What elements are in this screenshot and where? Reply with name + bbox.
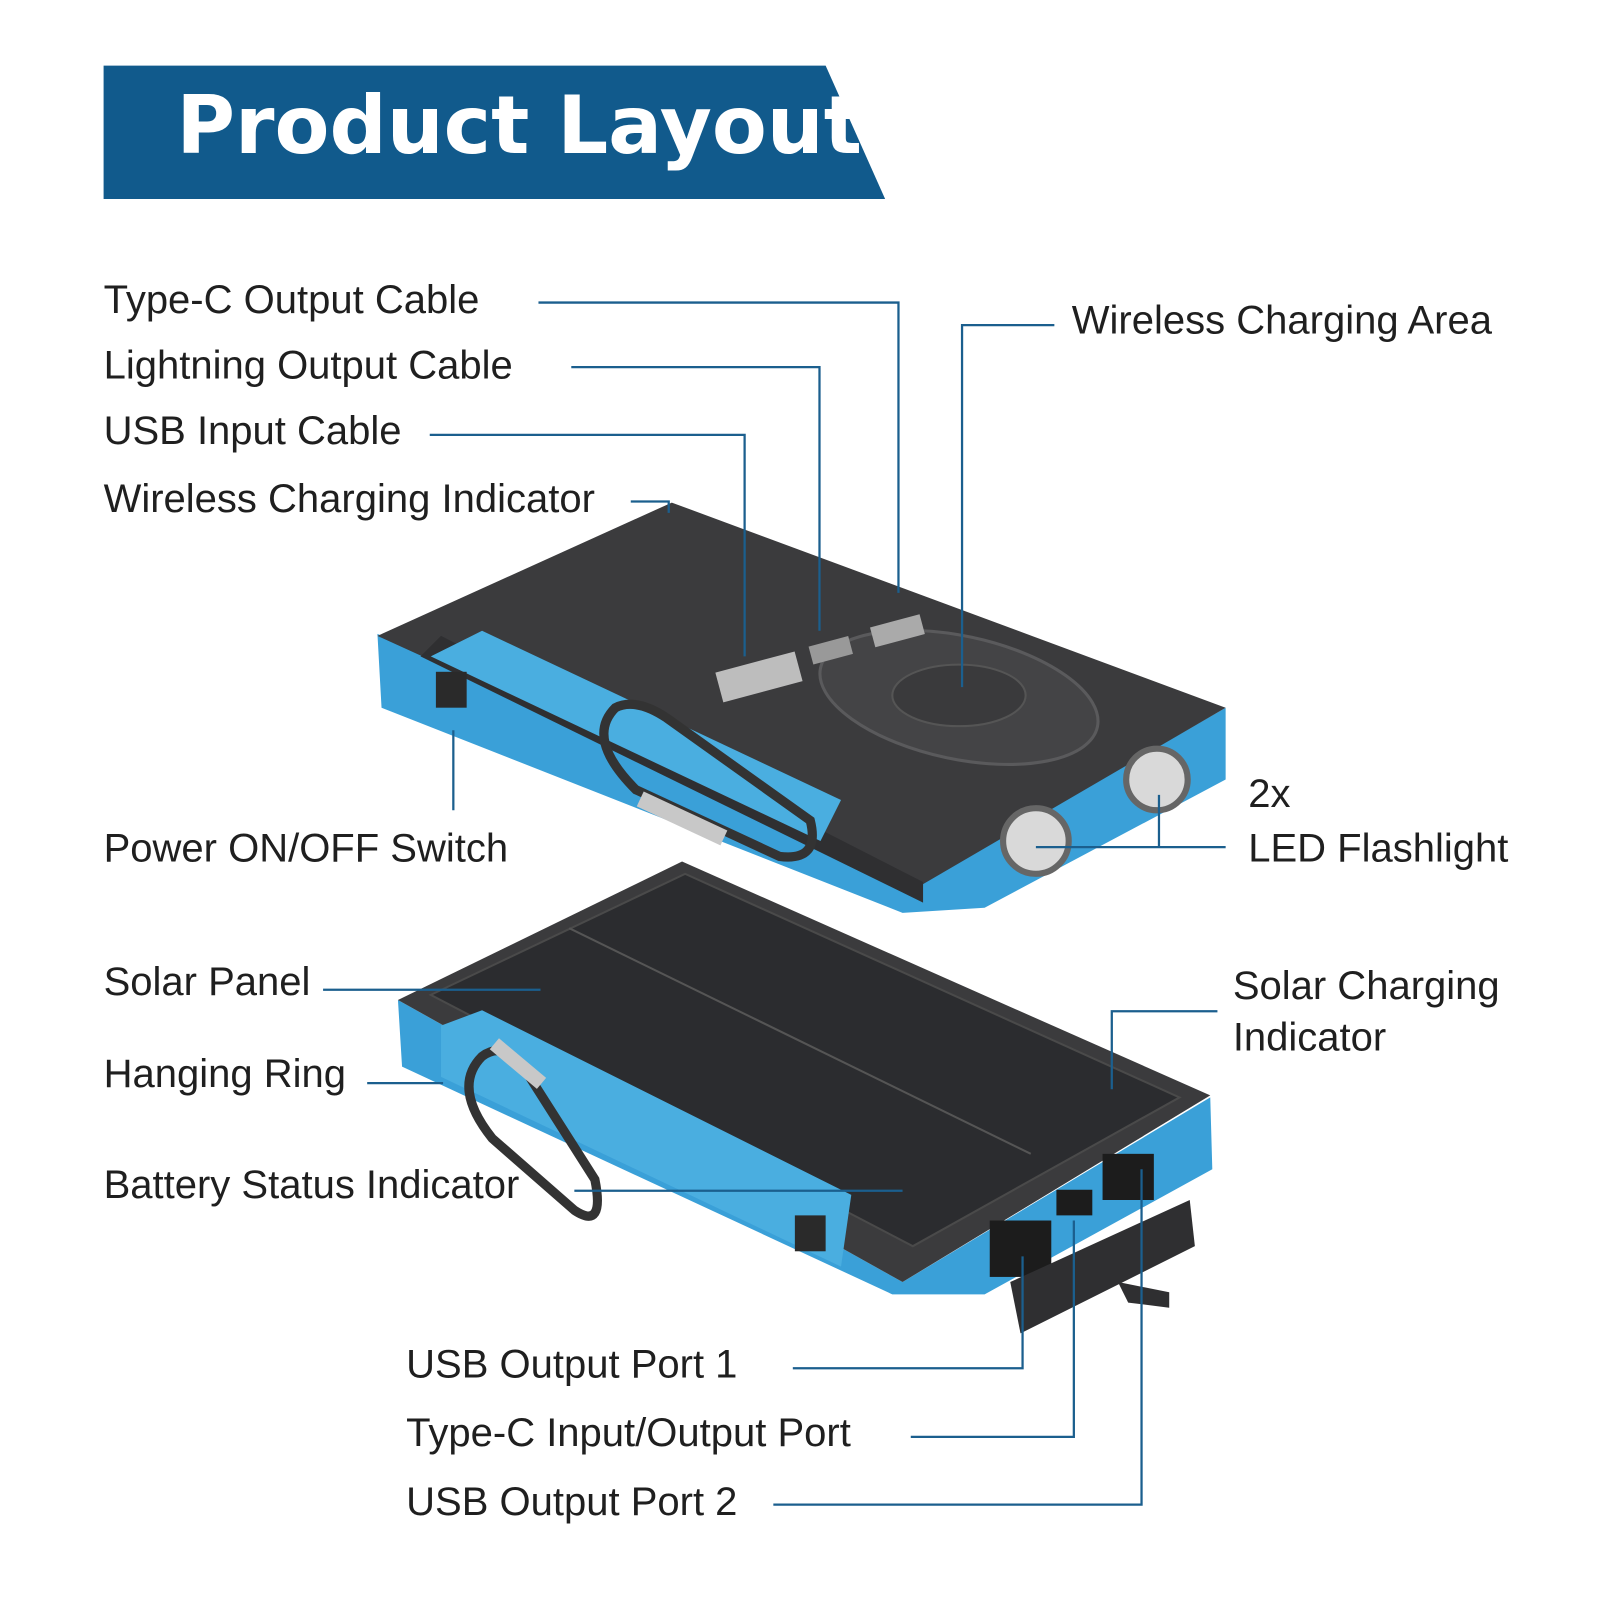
label-solar-charging: Solar Charging <box>1232 964 1500 1009</box>
label-usb-output-port-1: USB Output Port 1 <box>406 1342 738 1387</box>
label-hanging-ring: Hanging Ring <box>103 1052 346 1097</box>
label-type-c-io-port: Type-C Input/Output Port <box>406 1411 851 1456</box>
label-type-c-output-cable: Type-C Output Cable <box>103 277 480 323</box>
leader-usb-input-cable <box>429 433 746 657</box>
label-wireless-charging-area: Wireless Charging Area <box>1071 298 1492 343</box>
leader-lightning-output-cable <box>571 366 821 631</box>
label-led-flashlight: LED Flashlight <box>1248 826 1509 871</box>
leader-wireless-charging-indicator <box>630 500 670 513</box>
leader-lines <box>323 301 1226 1506</box>
leader-type-c-io-port <box>910 1220 1075 1439</box>
leader-type-c-output-cable <box>538 301 900 593</box>
leader-usb-output-port-1 <box>792 1256 1024 1370</box>
label-power-switch: Power ON/OFF Switch <box>103 826 509 871</box>
leader-usb-output-port-2 <box>773 1169 1143 1506</box>
power-bank-solar-view <box>397 861 1213 1334</box>
label-solar-panel: Solar Panel <box>103 959 311 1005</box>
label-wireless-charging-indicator: Wireless Charging Indicator <box>103 476 595 522</box>
page-title: Product Layout <box>176 79 863 173</box>
title-banner <box>103 65 886 199</box>
leader-solar-charging-indicator <box>1110 1010 1218 1090</box>
label-usb-input-cable: USB Input Cable <box>103 409 402 454</box>
label-battery-status-indicator: Battery Status Indicator <box>103 1163 520 1208</box>
label-lightning-output-cable: Lightning Output Cable <box>103 343 513 388</box>
label-led-count: 2x <box>1248 772 1291 817</box>
leader-wireless-charging-area <box>960 323 1055 688</box>
label-usb-output-port-2: USB Output Port 2 <box>406 1479 738 1525</box>
power-bank-back-view <box>377 502 1226 913</box>
label-solar-charging-indicator: Indicator <box>1232 1015 1387 1060</box>
